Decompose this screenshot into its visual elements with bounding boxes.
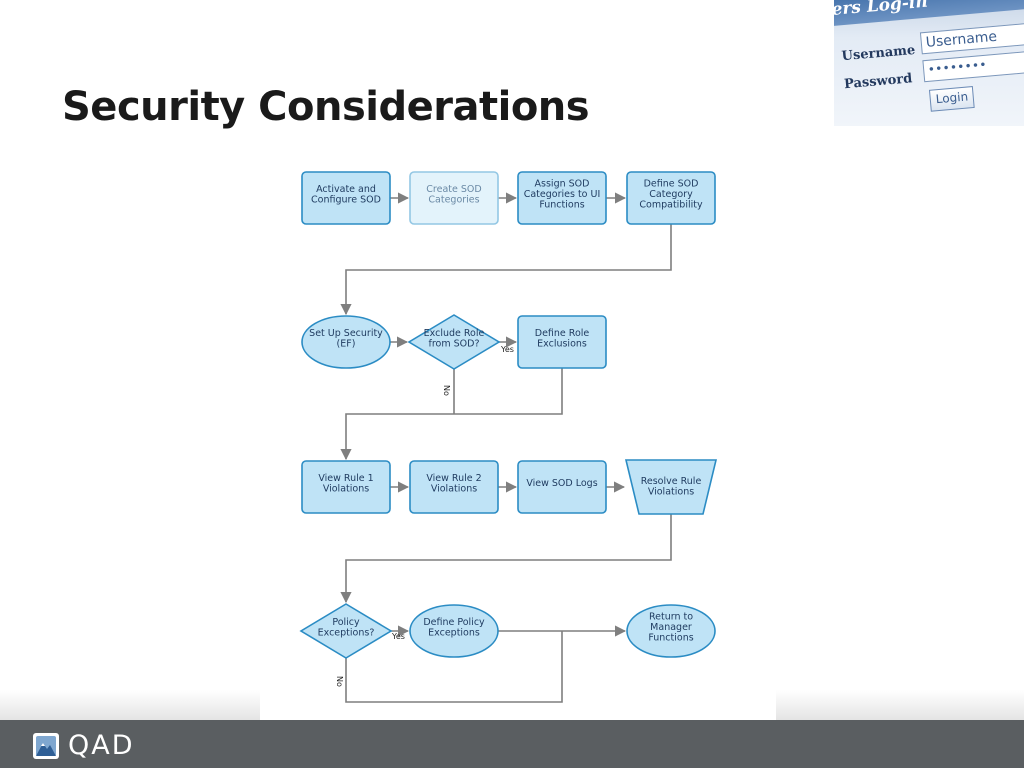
- label-setup-security: Set Up Security(EF): [309, 328, 383, 350]
- node-view-logs: [517, 460, 607, 514]
- node-policy-exc: [299, 603, 393, 659]
- footer-bar: [0, 720, 1024, 768]
- node-define-policy: [409, 604, 499, 658]
- no-label-policy: No: [335, 676, 344, 687]
- label-view-logs: View SOD Logs: [526, 478, 597, 489]
- password-field: ••••••••: [922, 50, 1024, 83]
- yes-label-exclude-role: Yes: [500, 345, 514, 354]
- node-define-compat: [626, 171, 716, 225]
- node-activate: [301, 171, 391, 225]
- node-create-sod: [409, 171, 499, 225]
- qad-logo: QAD: [32, 732, 135, 760]
- no-label-exclude-role: No: [442, 385, 451, 396]
- edge-merge-view1: [340, 368, 563, 461]
- node-assign-sod: [517, 171, 607, 225]
- password-label: Password: [843, 71, 913, 93]
- qad-mountain-icon: [33, 733, 59, 759]
- username-field: Username: [919, 22, 1024, 55]
- node-exclude-role: [407, 314, 501, 370]
- yes-label-policy: Yes: [391, 632, 405, 641]
- flow-connectors: [340, 192, 672, 703]
- node-view-rule2: [409, 460, 499, 514]
- login-header: ers Log-in: [834, 0, 1024, 28]
- node-define-exclusions: [517, 315, 607, 369]
- qad-logo-text: QAD: [68, 730, 135, 761]
- node-setup-security: [301, 315, 391, 369]
- username-label: Username: [841, 42, 916, 65]
- flow-nodes: [299, 171, 718, 659]
- edge-resolve-policy: [340, 514, 672, 604]
- slide-title: Security Considerations: [62, 84, 590, 130]
- node-resolve: [624, 459, 718, 515]
- edge-define-setup: [340, 224, 672, 316]
- edge-policy-no: [345, 631, 563, 703]
- login-screenshot-image: ers Log-in Username Username Password ••…: [834, 0, 1024, 126]
- node-view-rule1: [301, 460, 391, 514]
- node-return-mgr: [626, 604, 716, 658]
- login-button: Login: [928, 85, 976, 112]
